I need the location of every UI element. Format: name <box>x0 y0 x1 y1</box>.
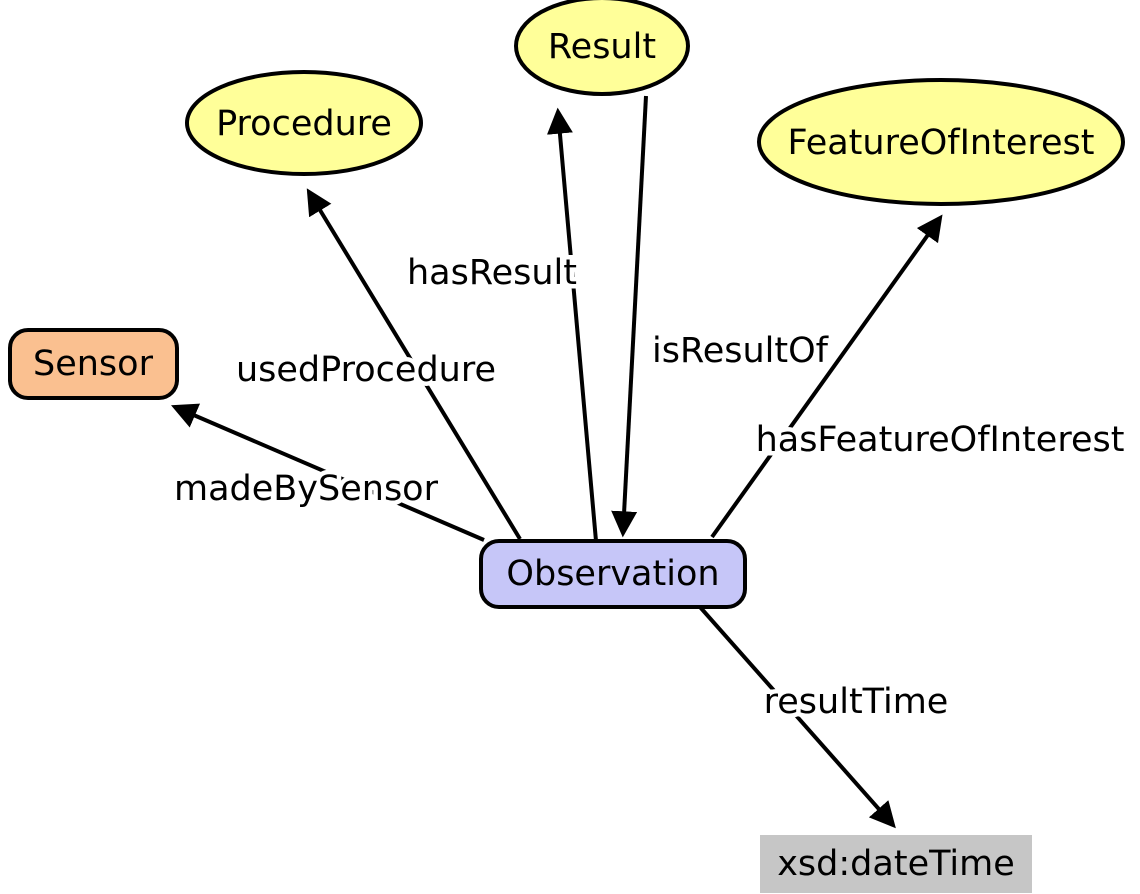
edge-hasFeatureOfInterest[interactable] <box>710 214 943 539</box>
node-sensor-rect <box>8 328 179 400</box>
node-featureofinterest[interactable]: FeatureOfInterest <box>757 78 1125 206</box>
edge-label-isResultOf-text: isResultOf <box>652 331 829 371</box>
node-featureofinterest-ellipse <box>757 78 1125 206</box>
node-xsd-datetime-rect <box>760 835 1032 893</box>
edge-hasResult-line <box>546 107 598 542</box>
node-xsd-datetime[interactable]: xsd:dateTime <box>760 835 1032 893</box>
edge-madeBySensor[interactable] <box>171 403 485 542</box>
edge-label-resultTime-text: resultTime <box>764 682 949 722</box>
node-sensor[interactable]: Sensor <box>8 328 179 400</box>
node-sensor-label: Sensor <box>33 344 154 384</box>
edge-label-usedProcedure-text: usedProcedure <box>236 350 496 390</box>
node-observation[interactable]: Observation <box>479 539 747 609</box>
node-result-ellipse <box>514 0 690 96</box>
node-procedure-label: Procedure <box>216 104 392 144</box>
node-featureofinterest-label: FeatureOfInterest <box>787 123 1094 163</box>
node-result-label: Result <box>548 27 656 67</box>
edge-label-hasFeatureOfInterest: hasFeatureOfInterest <box>751 416 1129 465</box>
edge-usedProcedure-line <box>306 188 522 541</box>
node-observation-rect <box>479 539 747 609</box>
edge-label-hasFeatureOfInterest-text: hasFeatureOfInterest <box>756 420 1125 460</box>
node-result[interactable]: Result <box>514 0 690 96</box>
edge-label-hasResult-text: hasResult <box>407 253 577 293</box>
node-observation-label: Observation <box>506 554 719 594</box>
edge-label-hasResult: hasResult <box>402 249 581 298</box>
node-procedure[interactable]: Procedure <box>185 70 423 176</box>
node-procedure-ellipse <box>185 70 423 176</box>
edge-usedProcedure[interactable] <box>306 188 522 541</box>
node-xsd-datetime-label: xsd:dateTime <box>777 844 1015 884</box>
edge-label-isResultOf: isResultOf <box>648 327 834 376</box>
edge-resultTime-line <box>698 605 896 829</box>
edge-hasFeatureOfInterest-line <box>710 214 943 539</box>
edge-isResultOf[interactable] <box>611 95 648 538</box>
edge-hasResult[interactable] <box>546 107 598 542</box>
edge-label-madeBySensor: madeBySensor <box>170 465 444 514</box>
edge-resultTime[interactable] <box>698 605 896 829</box>
edge-label-madeBySensor-text: madeBySensor <box>174 469 439 509</box>
edge-label-resultTime: resultTime <box>759 678 953 727</box>
edge-madeBySensor-line <box>171 403 485 542</box>
edge-label-usedProcedure: usedProcedure <box>231 346 500 395</box>
edge-isResultOf-line <box>611 95 648 538</box>
